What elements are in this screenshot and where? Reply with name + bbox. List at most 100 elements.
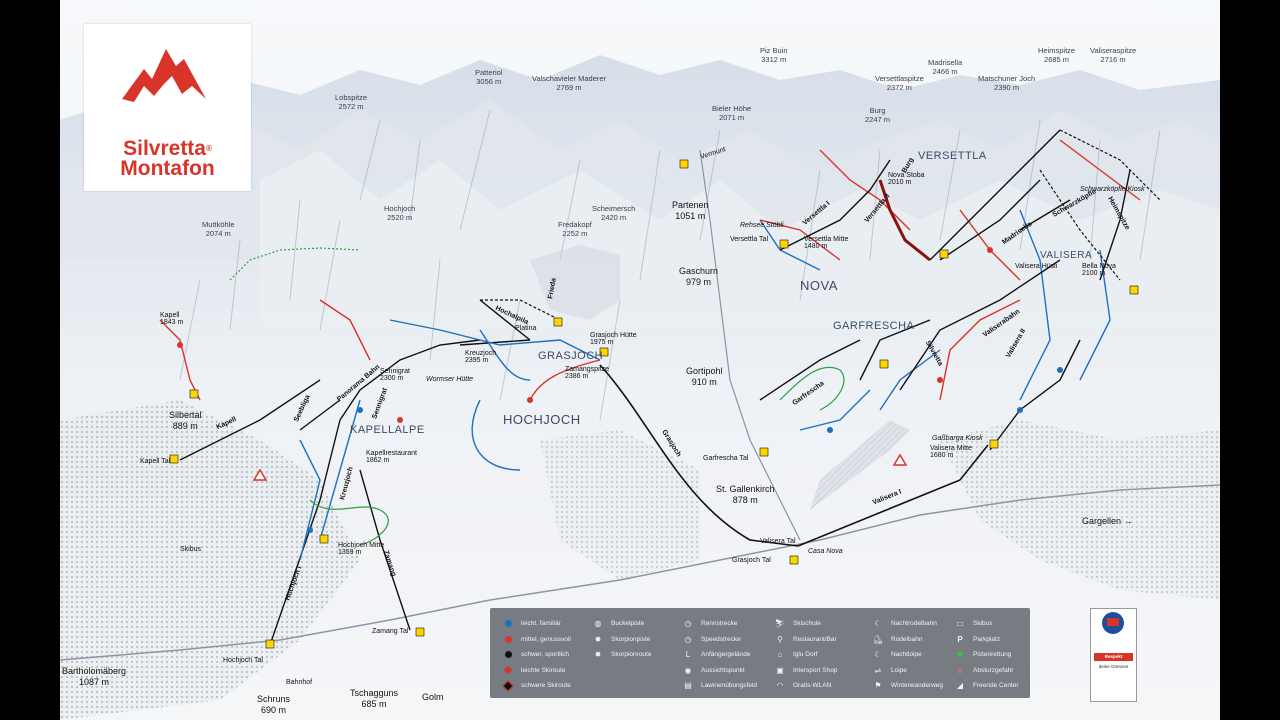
red-run-icon [504, 635, 512, 643]
lift-valisera-line[interactable] [797, 444, 989, 547]
toboggan-run [779, 366, 845, 411]
lift-grasjoch-line[interactable] [599, 364, 799, 547]
area-label: GRASJOCH [538, 350, 604, 362]
legend-item: ✚Pistenrettung [956, 650, 1012, 660]
legend-item: ⛷Skischule [774, 619, 821, 629]
warning-icon: ▲ [956, 665, 964, 675]
forest-left [60, 400, 360, 720]
place-label: Grasjoch Tal [732, 557, 771, 564]
area-label: NOVA [800, 278, 838, 293]
place-label: Valisera Tal [760, 538, 796, 545]
legend-item: ☾Nachtloipe [874, 650, 922, 660]
blue-runs [299, 209, 1111, 561]
place-label: Gargellen → [1082, 516, 1133, 526]
hatched-area [810, 420, 910, 510]
area-label: VALISERA [1040, 250, 1093, 261]
legend-item: ▲Absturzgefahr [956, 665, 1014, 675]
legend-item: ⇌Loipe [874, 665, 907, 675]
easy-route-icon [503, 666, 513, 675]
place-label: Hochjoch Tal [223, 657, 263, 664]
place-label: Versettla Tal [730, 236, 769, 243]
legend-item: mittel, genussvoll [498, 632, 571, 648]
area-label: KAPELLALPE [350, 424, 425, 436]
place-label: Schwarzköpfle Kiosk [1080, 186, 1145, 193]
avalanche-icon: ▤ [684, 681, 692, 691]
seal-icon [1102, 612, 1124, 634]
respekt-subtitle: deine Grenzen [1098, 664, 1129, 669]
black-run-icon [504, 651, 512, 659]
legend-item: leichte Skiroute [498, 663, 571, 679]
hiking-icon: ⚑ [874, 681, 882, 691]
ridge-mid [260, 150, 1220, 330]
logo-wordmark: Silvretta® Montafon [84, 137, 251, 180]
logo-line1: Silvretta [123, 137, 206, 160]
legend-item: ◍Buckelpiste [594, 619, 645, 629]
place-label: Skibus [180, 546, 202, 553]
place-label: Rehsee Stöbli [740, 222, 784, 229]
beginner-icon: L [685, 650, 691, 660]
station-label: Valisera Hüsli [1015, 263, 1058, 270]
hard-route-icon [502, 680, 514, 692]
legend-item: ✸Skorpionroute [594, 650, 652, 660]
igloo-icon: ⌂ [777, 650, 783, 660]
legend-item: ◉Aussichtspunkt [684, 665, 745, 675]
mogul-icon: ◍ [594, 619, 602, 629]
place-label: Garfrescha Tal [703, 455, 749, 462]
area-label: HOCHJOCH [503, 412, 581, 427]
respekt-badge: Respekt deine Grenzen [1090, 608, 1137, 702]
mountain-logo-icon [122, 49, 206, 102]
ski-school-icon: ⛷ [774, 619, 786, 629]
station-markers [169, 159, 1139, 649]
rescue-icon: ✚ [956, 650, 964, 660]
logo-line2: Montafon [120, 157, 215, 180]
panorama-map [60, 0, 1220, 720]
viewpoint-icon: ◉ [684, 665, 692, 675]
race-icon: ◷ [684, 619, 692, 629]
legend-item: ▭Skibus [956, 619, 993, 629]
place-label: Kapell Tal [140, 458, 171, 465]
ski-routes [480, 129, 1161, 321]
montafon-road [699, 149, 801, 541]
route-burg [878, 179, 931, 262]
legend-item: ⚲Restaurant/Bar [777, 634, 837, 644]
legend-item: ⚑Winterwanderweg [874, 681, 944, 691]
grasjoch-zone [530, 245, 620, 320]
hochjoch-lifts [179, 299, 531, 646]
nova-lifts [759, 129, 1131, 451]
danger-triangles [252, 453, 908, 481]
legend-item: ◠Gratis-WLAN [776, 681, 832, 691]
legend-item: ▤Lawinenübungsfeld [684, 681, 758, 691]
area-label: GARFRESCHA [833, 320, 915, 332]
sledge-icon: ⛸ [872, 634, 884, 644]
cross-country-icon: ⇌ [874, 665, 882, 675]
run-number-dots [307, 367, 1063, 533]
legend-item: ✸Skorpionpiste [594, 634, 651, 644]
silvretta-logo: Silvretta® Montafon [84, 24, 251, 191]
place-label: Casa Nova [808, 548, 843, 555]
legend-item: ⌂Iglu Dorf [777, 650, 818, 660]
